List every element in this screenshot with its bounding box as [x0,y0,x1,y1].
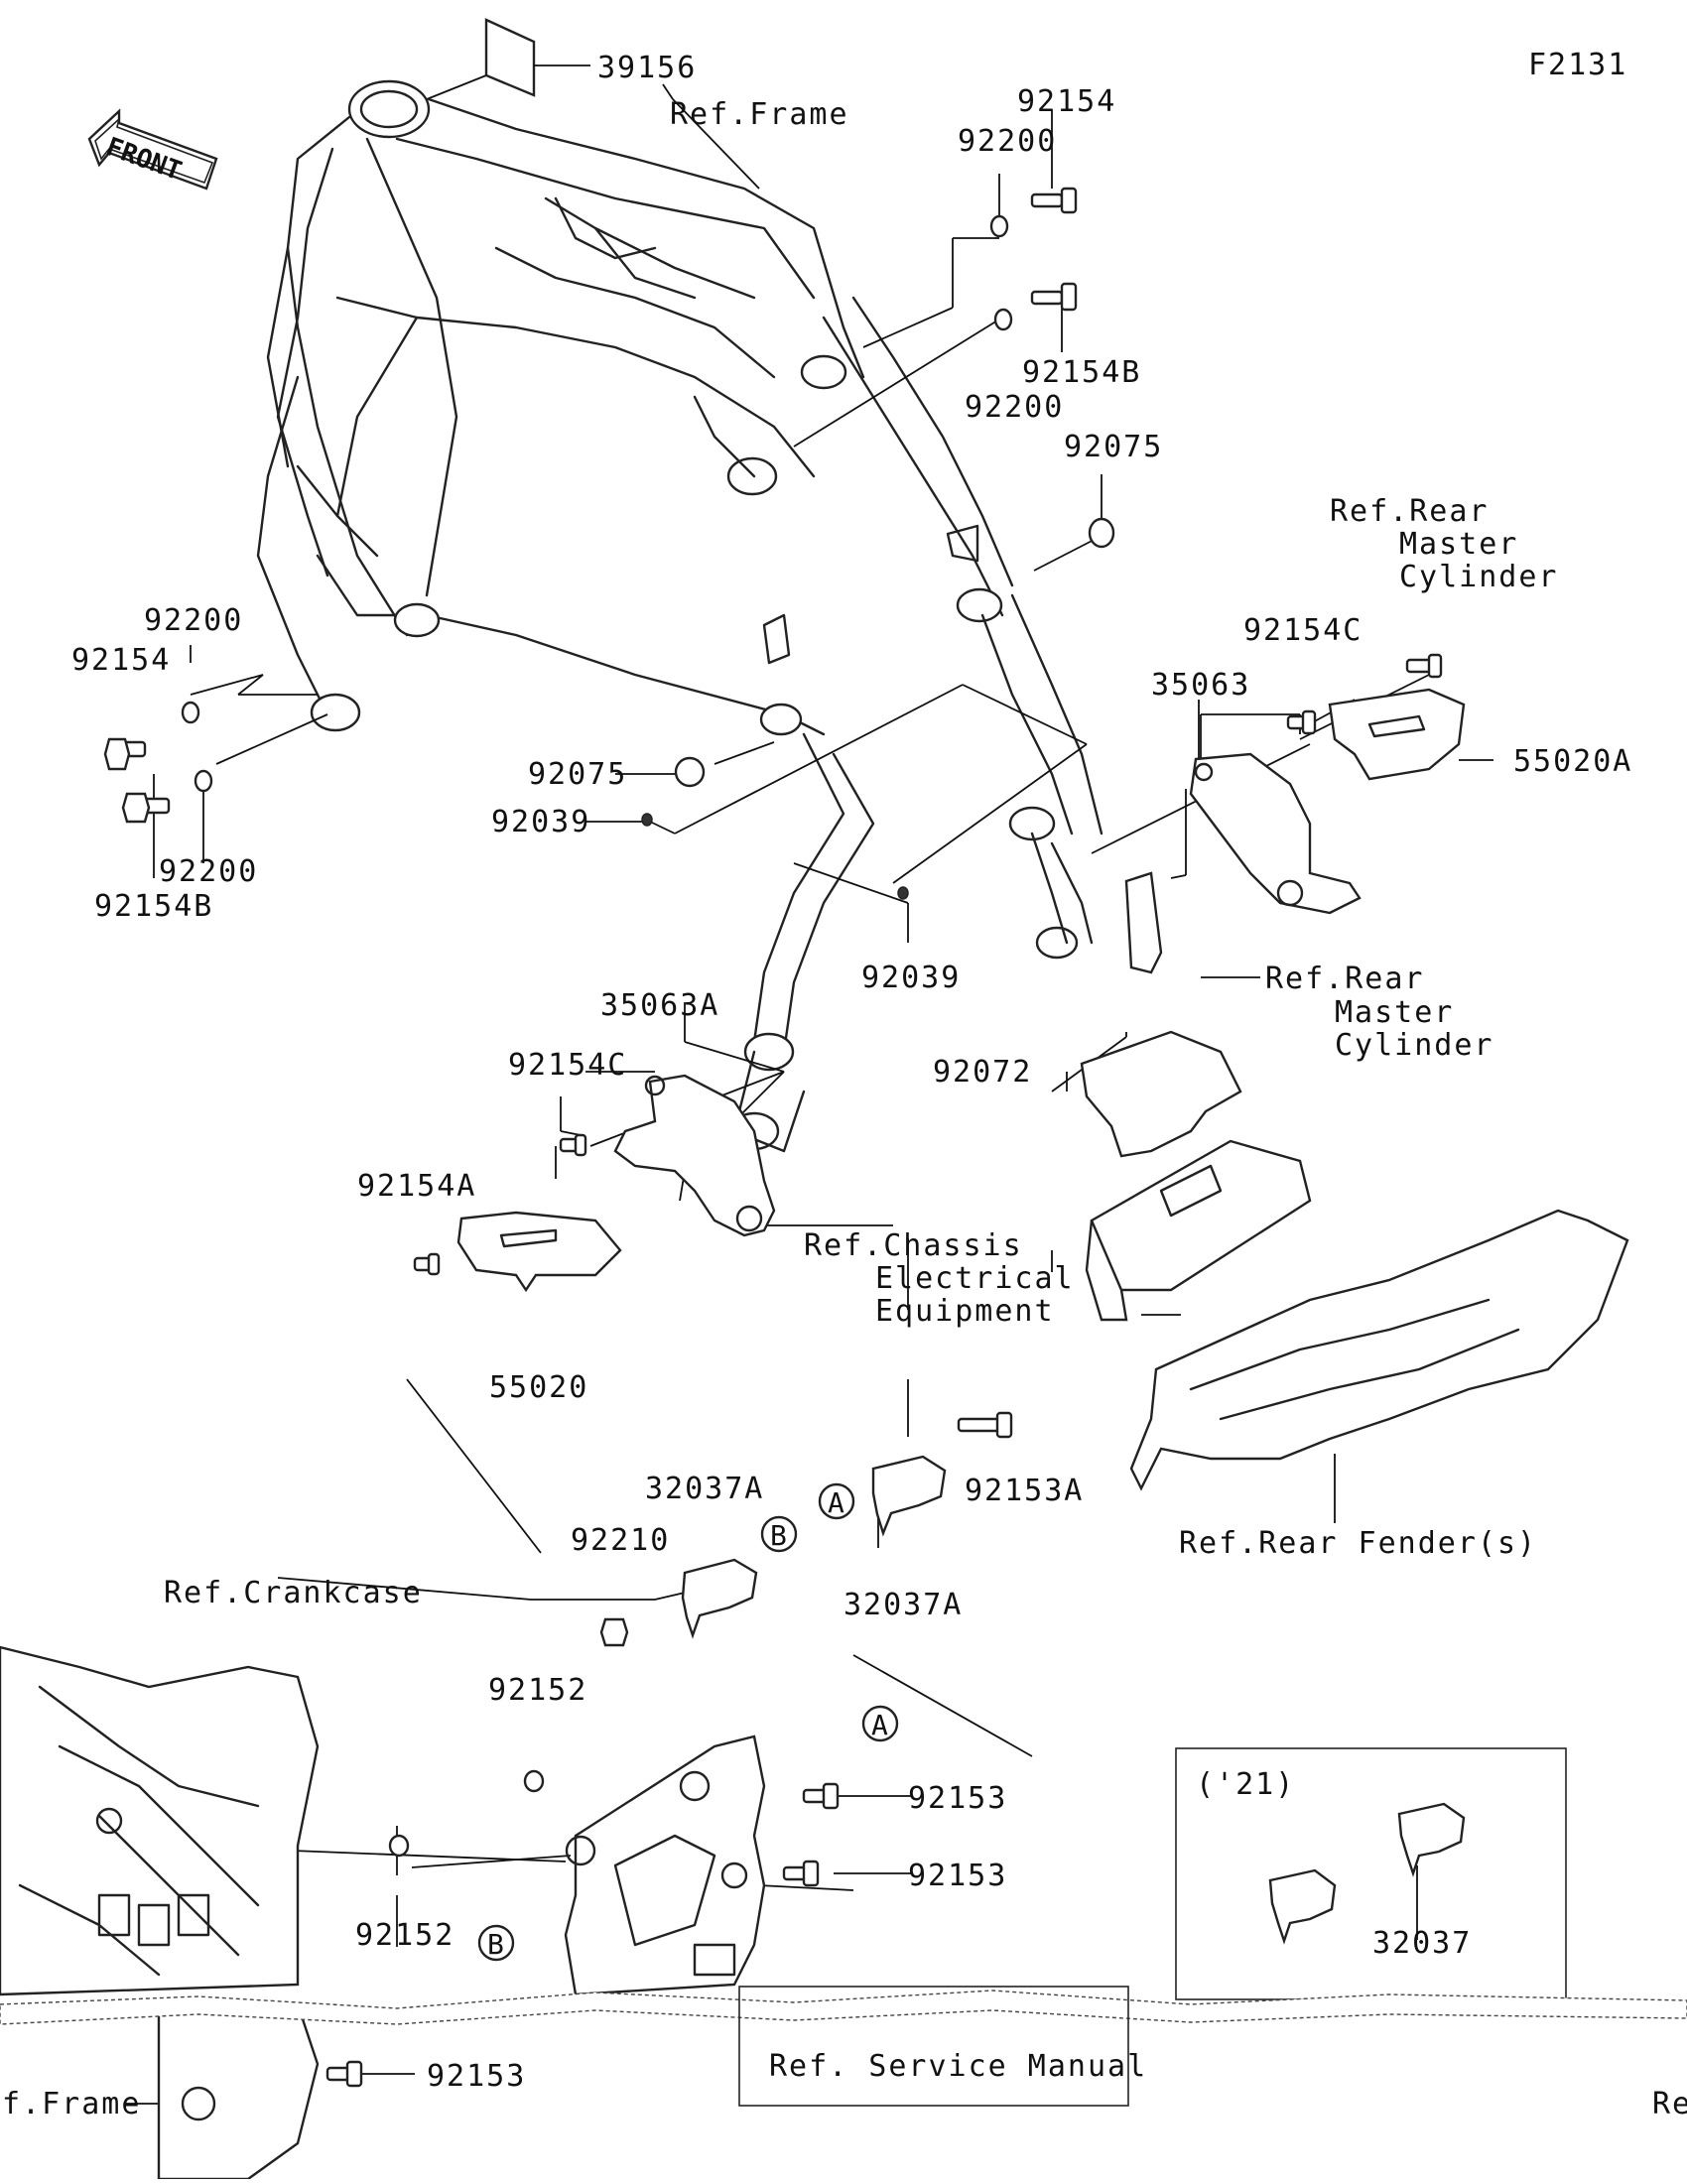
label-92154a: 92154A [357,1169,476,1204]
plate-32037a-right [871,1455,947,1537]
ref-rear-master-cylinder-mid: Ref.Rear Master Cylinder [1265,962,1494,1063]
label-92153-3: 92153 [427,2059,526,2094]
label-55020: 55020 [489,1370,588,1405]
plate-32037a-left [681,1558,758,1639]
label-92039-right: 92039 [861,961,961,995]
svg-text:Electrical: Electrical [875,1261,1075,1296]
ref-frame-top: Ref.Frame [670,97,849,132]
svg-text:Equipment: Equipment [875,1294,1055,1329]
svg-text:B: B [770,1519,787,1552]
label-92154-left: 92154 [71,643,171,678]
ref-service-manual: Ref. Service Manual [769,2049,1147,2084]
label-92154c-right: 92154C [1243,613,1363,648]
label-92152-bottom: 92152 [355,1918,454,1953]
label-35063: 35063 [1151,668,1250,703]
frame-drawing [256,79,1103,1153]
label-92039-left: 92039 [491,805,590,839]
label-92154b-top: 92154B [1022,355,1141,390]
ref-chassis-electrical: Ref.Chassis Electrical Equipment [804,1228,1075,1329]
battery-case [1080,1030,1629,1491]
label-92072: 92072 [933,1055,1032,1090]
engine-hanger-drawing [564,1734,766,1996]
label-92154b-left: 92154B [94,889,213,924]
label-55020a: 55020A [1513,744,1632,779]
svg-text:Ref.Rear: Ref.Rear [1330,494,1490,529]
plate-32037-a [1397,1802,1466,1877]
ref-rear-fender: Ref.Rear Fender(s) [1179,1526,1537,1561]
label-92075-mid: 92075 [528,757,627,792]
svg-text:Ref.Chassis: Ref.Chassis [804,1228,1023,1263]
ref-frame-bottom: f.Frame [2,2087,141,2121]
inset-year: ('21) [1196,1767,1295,1802]
label-92200-left1: 92200 [144,603,243,638]
label-92153a: 92153A [965,1474,1084,1508]
svg-text:Cylinder: Cylinder [1335,1028,1494,1063]
label-92200-left2: 92200 [159,854,258,889]
svg-text:Master: Master [1399,527,1518,562]
ref-cut-right: Re [1652,2087,1687,2121]
svg-text:Ref.Rear: Ref.Rear [1265,962,1425,996]
inset-box: ('21) [1175,1747,1567,2000]
label-92153-1: 92153 [908,1781,1007,1816]
marker-b-lower: B [477,1924,515,1962]
label-92200-top2: 92200 [965,390,1064,425]
label-32037: 32037 [1372,1926,1472,1961]
svg-text:A: A [871,1709,888,1741]
brackets-guards [456,688,1466,1293]
front-arrow-icon: FRONT [87,108,218,191]
fasteners [103,187,1443,2088]
label-92154c-left: 92154C [508,1048,627,1083]
svg-text:A: A [828,1486,844,1519]
marker-a-upper: A [818,1482,855,1520]
crankcase-drawing [0,1645,320,2181]
label-35063a: 35063A [600,988,719,1023]
label-32037a-left: 32037A [645,1472,764,1506]
label-39156: 39156 [597,51,697,85]
svg-text:Cylinder: Cylinder [1399,560,1559,594]
label-32037a-right: 32037A [844,1588,963,1622]
marker-b-upper: B [760,1515,798,1553]
marker-a-lower: A [861,1705,899,1742]
label-92153-2: 92153 [908,1859,1007,1893]
ref-crankcase: Ref.Crankcase [164,1576,423,1610]
label-92075-top: 92075 [1064,430,1163,464]
label-92154-top: 92154 [1017,84,1116,119]
torn-edge [0,1990,1687,2025]
label-sticker [484,18,536,97]
label-92210: 92210 [571,1523,670,1558]
label-92200-top1: 92200 [958,124,1057,159]
svg-text:Master: Master [1335,995,1454,1030]
ref-rear-master-cylinder-top: Ref.Rear Master Cylinder [1330,494,1559,594]
service-manual-box [738,1986,1129,2107]
diagram-id: F2131 [1528,48,1627,82]
plate-32037-b [1268,1868,1337,1945]
svg-text:B: B [487,1928,504,1961]
label-92152-top: 92152 [488,1673,587,1708]
